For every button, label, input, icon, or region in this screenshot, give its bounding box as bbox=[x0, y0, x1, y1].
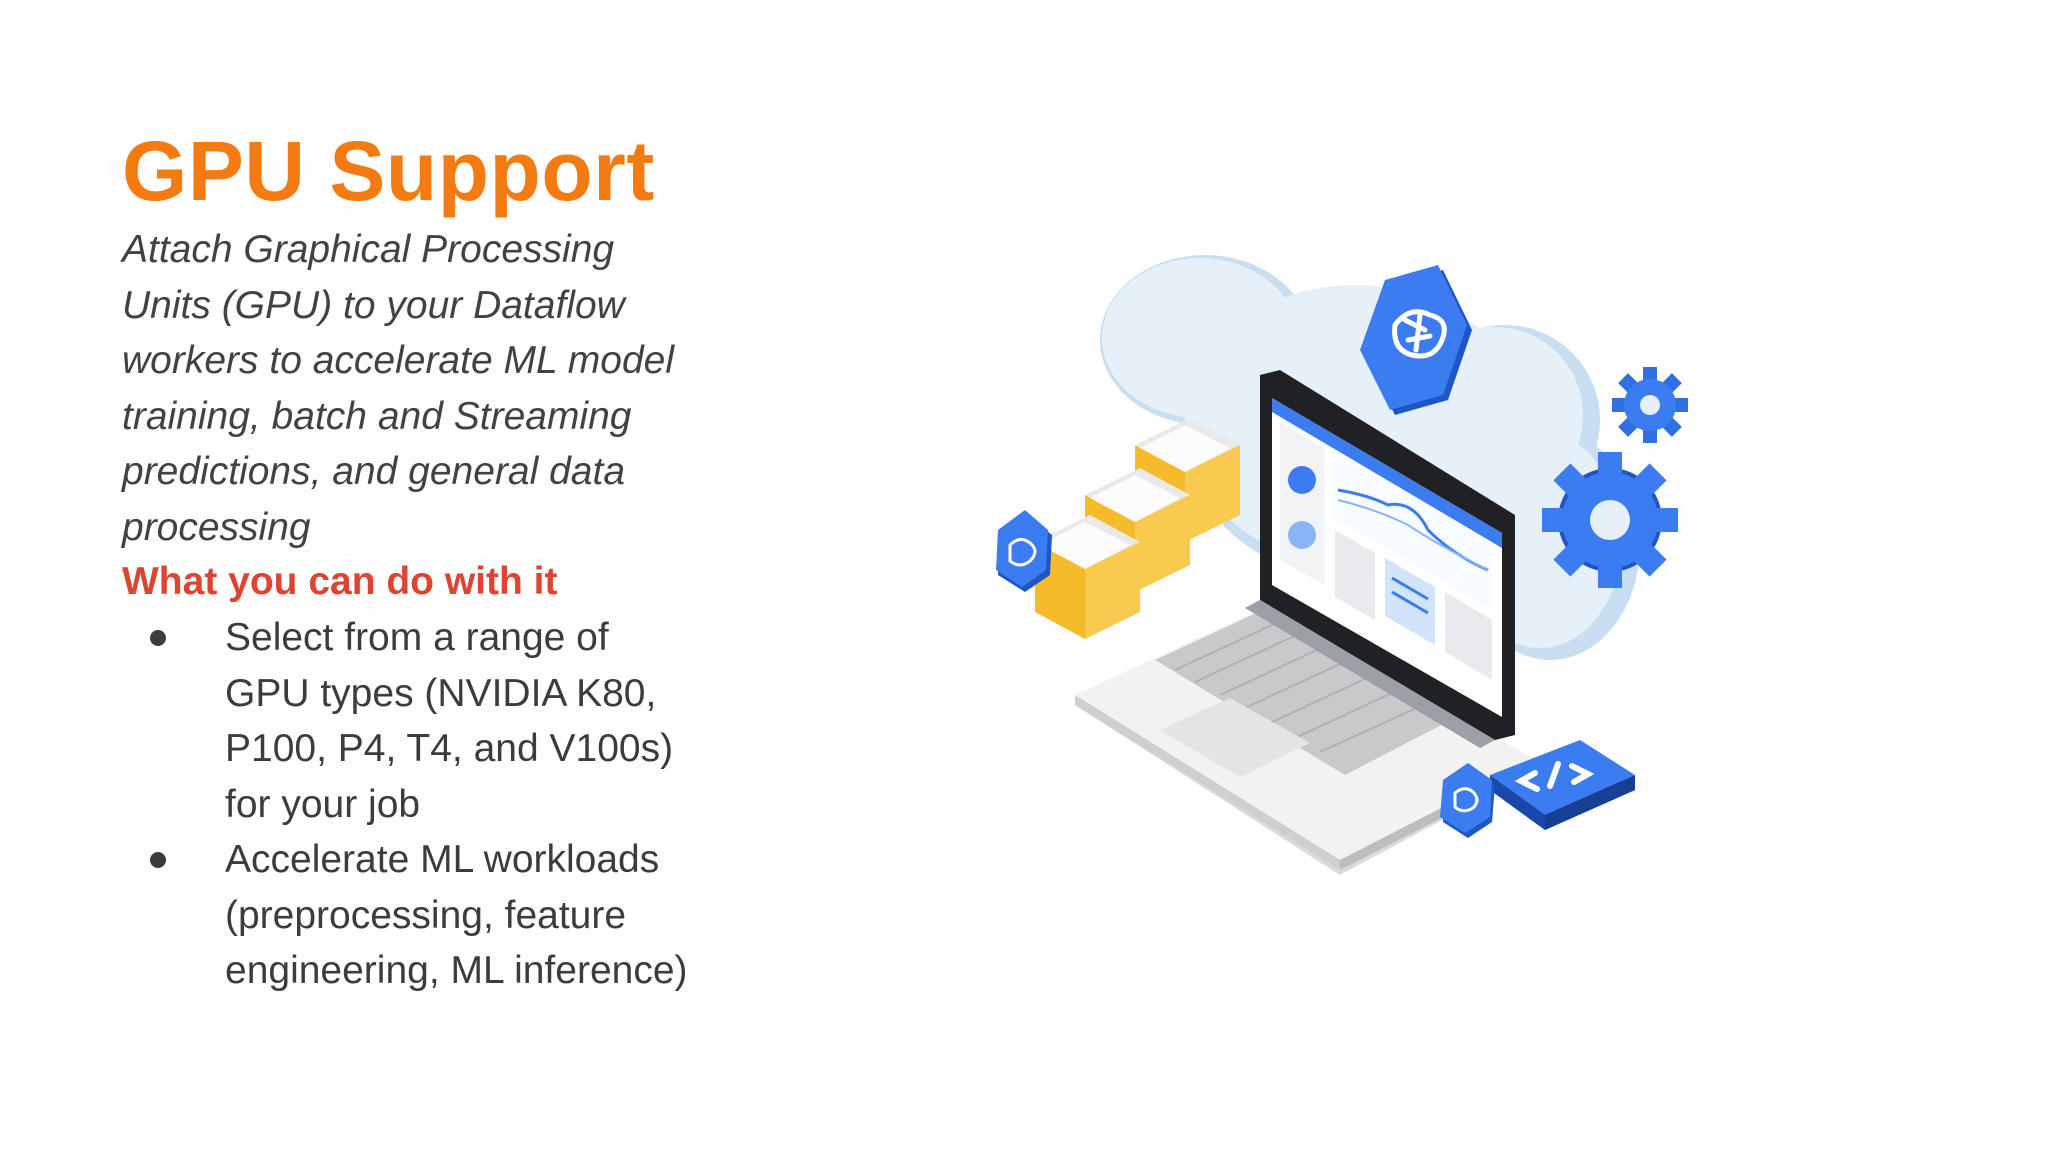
brain-chip-icon bbox=[1440, 763, 1495, 838]
bullet-item: Select from a range of GPU types (NVIDIA… bbox=[122, 610, 702, 832]
section-heading: What you can do with it bbox=[122, 560, 558, 603]
slide-subtitle: Attach Graphical Processing Units (GPU) … bbox=[122, 228, 675, 549]
bullet-item: Accelerate ML workloads (preprocessing, … bbox=[122, 832, 702, 999]
bullet-text: Select from a range of GPU types (NVIDIA… bbox=[225, 616, 674, 826]
bullet-dot-icon bbox=[150, 630, 166, 646]
bullet-dot-icon bbox=[150, 852, 166, 868]
gear-icon bbox=[1542, 367, 1688, 588]
code-icon bbox=[1490, 740, 1635, 830]
laptop-icon bbox=[1075, 370, 1535, 875]
brain-chip-icon bbox=[1360, 265, 1472, 415]
bullet-text: Accelerate ML workloads (preprocessing, … bbox=[225, 838, 688, 992]
bullet-list: Select from a range of GPU types (NVIDIA… bbox=[122, 610, 702, 999]
slide-title: GPU Support bbox=[122, 124, 655, 218]
envelope-icon bbox=[1035, 418, 1240, 639]
ml-cloud-illustration bbox=[996, 255, 1688, 875]
brain-chip-icon bbox=[996, 510, 1052, 592]
